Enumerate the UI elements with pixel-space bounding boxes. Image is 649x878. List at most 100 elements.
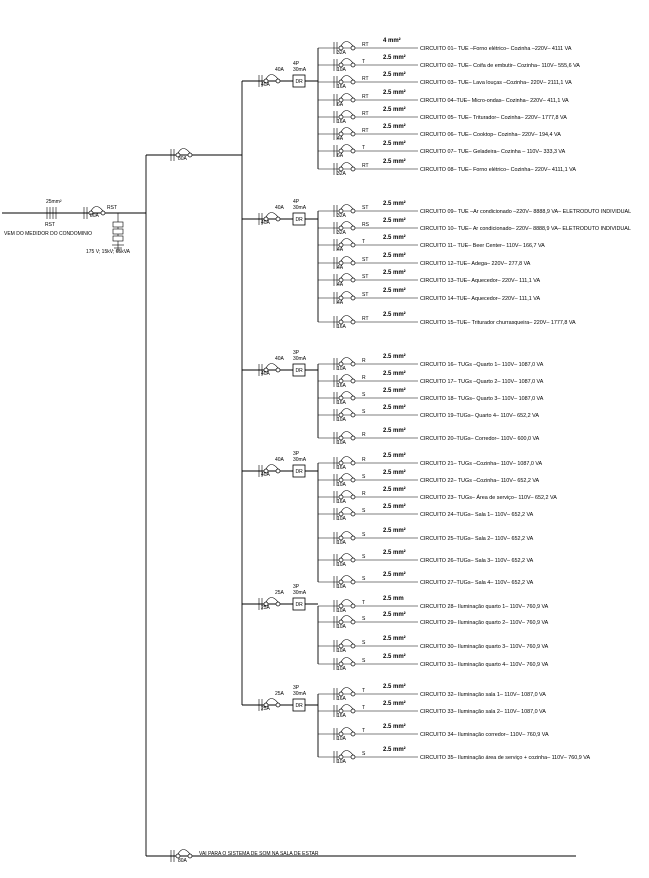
circuit-breaker-rating: 10A	[337, 736, 347, 742]
from-meter-label: VEM DO MEDIDOR DO CONDOMINIO	[4, 231, 92, 237]
circuit-cable-section: 2.5 mm²	[383, 683, 406, 690]
circuit-cable-section: 2.5 mm	[383, 596, 404, 602]
circuit-cable-section: 2.5 mm²	[383, 723, 406, 730]
circuit-description: CIRCUITO 24–TUGs– Sala 1– 110V– 652,2 VA	[420, 512, 534, 518]
circuit-breaker-rating: 4A	[337, 282, 344, 288]
circuit-phase-label: RT	[362, 163, 369, 169]
circuit-description: CIRCUITO 11– TUE– Beer Center– 110V– 166…	[420, 243, 545, 249]
dr-poles-label: 4P	[293, 199, 300, 205]
circuit-description: CIRCUITO 03– TUE– Lava louças –Cozinha– …	[420, 80, 572, 86]
bottom-breaker-rating: 80A	[178, 858, 188, 864]
circuit-breaker-rating: 16A	[337, 119, 347, 125]
dr-poles-label: 4P	[293, 61, 300, 67]
circuit-breaker-rating: 16A	[337, 383, 347, 389]
circuit-breaker-rating: 10A	[337, 562, 347, 568]
circuit-cable-section: 2.5 mm²	[383, 452, 406, 459]
sound-system-label: VAI PARA O SISTEMA DE SOM NA SALA DE EST…	[199, 851, 319, 857]
circuit-phase-label: R	[362, 358, 366, 364]
group-feeder-rating: 40A	[275, 356, 285, 362]
circuit-cable-section: 2.5 mm²	[383, 353, 406, 360]
sound-system-feeder: 80A VAI PARA O SISTEMA DE SOM NA SALA DE…	[146, 849, 576, 864]
circuit-phase-label: RT	[362, 42, 369, 48]
circuit-phase-label: S	[362, 508, 366, 514]
circuit-breaker-rating: 4A	[337, 300, 344, 306]
dr-current-label: 30mA	[293, 590, 307, 596]
circuit-breaker-rating: 32A	[337, 171, 347, 177]
group-breaker-rating: 40A	[261, 220, 271, 226]
circuit-description: CIRCUITO 04–TUE– Micro-ondas– Cozinha– 2…	[420, 98, 569, 104]
dr-device-tag: DR	[296, 217, 304, 223]
circuit-description: CIRCUITO 32– Iluminação sala 1– 110V– 10…	[420, 692, 546, 698]
circuit-phase-label: R	[362, 375, 366, 381]
circuit-breaker-rating: 10A	[337, 648, 347, 654]
circuit-description: CIRCUITO 16– TUGs –Quarto 1– 110V– 1087,…	[420, 362, 544, 368]
circuit-breaker-rating: 16A	[337, 499, 347, 505]
dr-poles-label: 3P	[293, 451, 300, 457]
circuit-breaker-rating: 32A	[337, 213, 347, 219]
group-feeder-rating: 25A	[275, 590, 285, 596]
circuit-cable-section: 2.5 mm²	[383, 527, 406, 534]
circuit-description: CIRCUITO 23– TUGs– Área de serviço– 110V…	[420, 494, 557, 501]
dr-device-tag: DR	[296, 469, 304, 475]
circuit-breaker-rating: 10A	[337, 584, 347, 590]
circuit-breaker-rating: 10A	[337, 759, 347, 765]
circuit-description: CIRCUITO 21– TUGs –Cozinha– 110V– 1087,0…	[420, 461, 543, 467]
circuit-phase-label: ST	[362, 292, 368, 298]
circuit-description: CIRCUITO 35– Iluminação área de serviço …	[420, 755, 590, 761]
circuit-phase-label: ST	[362, 257, 368, 263]
circuit-breaker-rating: 10A	[337, 67, 347, 73]
group-breaker-rating: 40A	[261, 371, 271, 377]
circuit-phase-label: R	[362, 432, 366, 438]
circuit-description: CIRCUITO 14–TUE– Aquecedor– 220V– 111,1 …	[420, 296, 540, 302]
circuit-breaker-rating: 10A	[337, 516, 347, 522]
circuit-breaker-rating: 10A	[337, 608, 347, 614]
circuit-cable-section: 2.5 mm²	[383, 234, 406, 241]
circuit-breaker-rating: 10A	[337, 482, 347, 488]
circuit-cable-section: 2.5 mm²	[383, 549, 406, 556]
group-feeder-rating: 25A	[275, 691, 285, 697]
circuit-description: CIRCUITO 29– Iluminação quarto 2– 110V– …	[420, 620, 549, 626]
circuit-description: CIRCUITO 09– TUE –Ar condicionado –220V–…	[420, 209, 631, 215]
cable-section-label: 25mm²	[46, 199, 62, 205]
circuit-cable-section: 2.5 mm²	[383, 370, 406, 377]
group-feeder-rating: 40A	[275, 67, 285, 73]
circuit-description: CIRCUITO 27–TUGs– Sala 4– 110V– 652,2 VA	[420, 580, 534, 586]
circuit-cable-section: 2.5 mm²	[383, 269, 406, 276]
circuit-phase-label: ST	[362, 274, 368, 280]
circuit-cable-section: 2.5 mm²	[383, 571, 406, 578]
dr-device	[292, 212, 306, 226]
surge-protector-label: 175 V; 15kV; 65kVA	[86, 249, 131, 255]
circuit-description: CIRCUITO 08– TUE– Forno elétrico– Cozinh…	[420, 167, 576, 173]
dr-device-tag: DR	[296, 703, 304, 709]
circuit-description: CIRCUITO 20–TUGs– Corredor– 110V– 600,0 …	[420, 436, 540, 442]
circuit-description: CIRCUITO 07– TUE– Geladeira– Cozinha – 1…	[420, 149, 566, 155]
circuit-cable-section: 2.5 mm²	[383, 427, 406, 434]
circuit-cable-section: 2.5 mm²	[383, 311, 406, 318]
circuit-description: CIRCUITO 02– TUE– Coifa de embutir– Cozi…	[420, 63, 580, 69]
circuit-breaker-rating: 16A	[337, 713, 347, 719]
dr-current-label: 30mA	[293, 67, 307, 73]
circuit-cable-section: 2.5 mm²	[383, 217, 406, 224]
